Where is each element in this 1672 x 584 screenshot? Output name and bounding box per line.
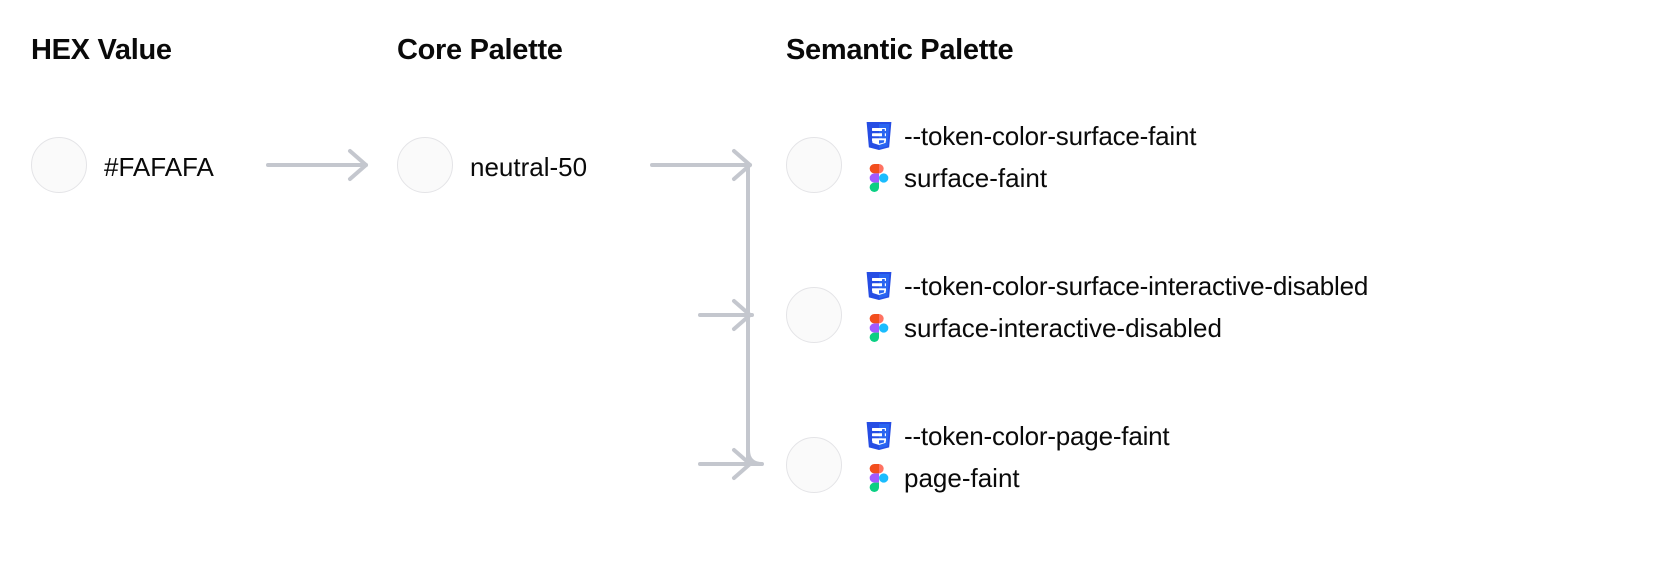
arrow-head-semantic-1 (732, 299, 752, 331)
arrow-head-hex-to-core (348, 149, 368, 181)
css-variable-name: --token-color-page-faint (904, 421, 1170, 451)
semantic-token-row: --token-color-page-faint page-faint (866, 415, 1170, 499)
figma-token-line: page-faint (866, 457, 1169, 499)
figma-token-name: surface-interactive-disabled (904, 313, 1222, 343)
semantic-token-row: --token-color-surface-faint surface-fain… (866, 115, 1196, 199)
figma-icon (869, 314, 889, 342)
css3-icon (866, 122, 892, 150)
swatch-semantic-surface-faint (786, 137, 842, 193)
figma-icon (869, 464, 889, 492)
swatch-semantic-surface-interactive-disabled (786, 287, 842, 343)
figma-icon (869, 164, 889, 192)
figma-token-name: surface-faint (904, 163, 1048, 193)
figma-token-name: page-faint (904, 463, 1020, 493)
column-heading-semantic-palette: Semantic Palette (786, 34, 1014, 66)
core-palette-label: neutral-50 (470, 152, 588, 182)
css3-icon (866, 272, 892, 300)
figma-token-line: surface-interactive-disabled (866, 307, 1368, 349)
css3-icon (866, 422, 892, 450)
arrow-head-core-to-semantic-0 (732, 149, 752, 181)
css-variable-name: --token-color-surface-faint (904, 121, 1197, 151)
swatch-semantic-page-faint (786, 437, 842, 493)
column-heading-hex-value: HEX Value (31, 34, 172, 66)
css-token-line: --token-color-page-faint (866, 415, 1170, 457)
hex-value-label: #FAFAFA (104, 152, 214, 182)
css-token-line: --token-color-surface-interactive-disabl… (866, 265, 1368, 307)
swatch-hex-value (31, 137, 87, 193)
arrow-head-semantic-2 (732, 448, 752, 480)
branch-trunk-vertical (746, 163, 764, 466)
semantic-token-row: --token-color-surface-interactive-disabl… (866, 265, 1368, 349)
column-heading-core-palette: Core Palette (397, 34, 563, 66)
css-token-line: --token-color-surface-faint (866, 115, 1196, 157)
css-variable-name: --token-color-surface-interactive-disabl… (904, 271, 1369, 301)
figma-token-line: surface-faint (866, 157, 1196, 199)
trunk-with-rounded-elbow (746, 165, 762, 466)
swatch-core-palette (397, 137, 453, 193)
